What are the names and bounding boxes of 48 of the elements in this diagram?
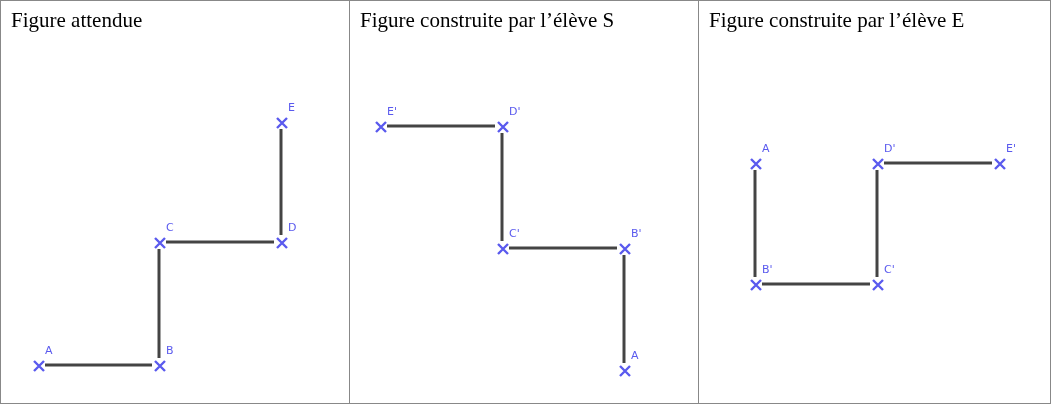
table-cell-panel (349, 0, 699, 404)
point-cross-icon (871, 278, 885, 292)
line-segment (762, 282, 870, 286)
line-segment (884, 161, 992, 165)
line-segment (279, 129, 283, 235)
line-segment (166, 240, 274, 244)
point-label: A (45, 345, 53, 357)
point-cross-icon (618, 364, 632, 378)
point-label: E' (1006, 143, 1016, 155)
table-cell-panel (0, 0, 350, 404)
line-segment (500, 133, 504, 241)
point-label: A (631, 350, 639, 362)
point-label: E' (387, 106, 397, 118)
point-label: D' (884, 143, 896, 155)
cell-heading: Figure construite par l’élève S (360, 7, 616, 33)
point-label: D (288, 222, 297, 234)
point-label: E (288, 102, 295, 114)
point-cross-icon (275, 116, 289, 130)
point-label: D' (509, 106, 521, 118)
point-cross-icon (32, 359, 46, 373)
point-cross-icon (374, 120, 388, 134)
point-label: B (166, 345, 174, 357)
line-segment (509, 246, 617, 250)
line-segment (753, 170, 757, 277)
point-cross-icon (496, 120, 510, 134)
point-cross-icon (749, 157, 763, 171)
point-cross-icon (749, 278, 763, 292)
point-label: B' (631, 228, 642, 240)
point-label: C' (884, 264, 895, 276)
cell-heading: Figure attendue (11, 7, 144, 33)
line-segment (875, 170, 879, 277)
point-cross-icon (618, 242, 632, 256)
point-cross-icon (496, 242, 510, 256)
point-label: C (166, 222, 174, 234)
point-cross-icon (275, 236, 289, 250)
point-cross-icon (153, 236, 167, 250)
point-cross-icon (153, 359, 167, 373)
point-cross-icon (871, 157, 885, 171)
cell-heading: Figure construite par l’élève E (709, 7, 966, 33)
table-cell-panel (698, 0, 1051, 404)
line-segment (157, 249, 161, 358)
line-segment (45, 363, 152, 367)
point-label: C' (509, 228, 520, 240)
point-label: A (762, 143, 770, 155)
point-cross-icon (993, 157, 1007, 171)
line-segment (387, 124, 495, 128)
line-segment (622, 255, 626, 363)
point-label: B' (762, 264, 773, 276)
